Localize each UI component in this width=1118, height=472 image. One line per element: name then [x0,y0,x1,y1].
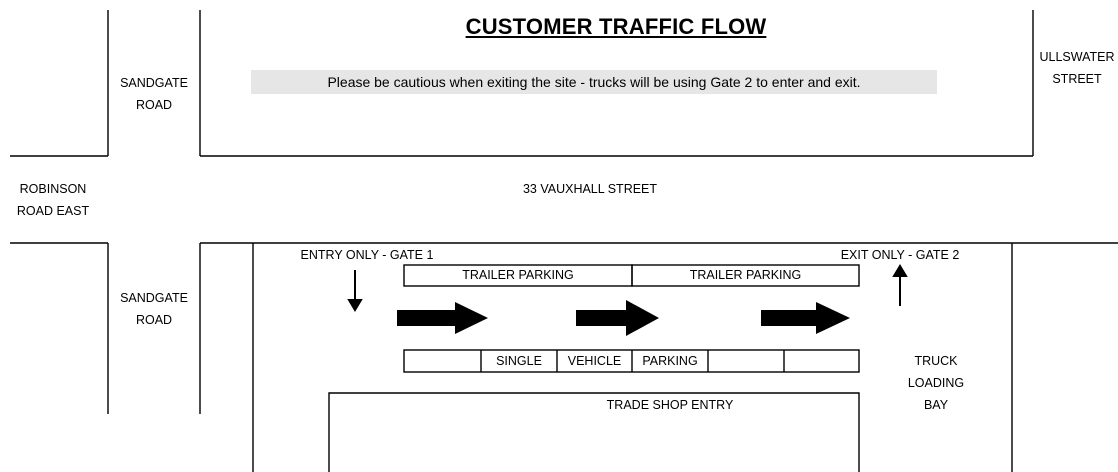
street-label-line: ULLSWATER [1039,50,1115,64]
entry-gate-label: ENTRY ONLY - GATE 1 [300,248,434,262]
vehicle-parking-cell: SINGLE [496,354,542,368]
vehicle-parking-cell: VEHICLE [567,354,622,368]
street-label-line: SANDGATE [120,291,188,305]
trailer-parking-label: TRAILER PARKING [462,268,574,282]
flow-arrow [761,302,850,334]
sandgate-road-bottom-label: SANDGATE ROAD [112,287,196,331]
street-label-line: ROBINSON [19,182,87,196]
page-title: CUSTOMER TRAFFIC FLOW [465,14,767,39]
trailer-parking-box [631,264,860,287]
trade-shop-entry-label: TRADE SHOP ENTRY [606,398,734,412]
street-label-line: ROAD [135,313,173,327]
truck-loading-bay-label: TRUCK LOADING BAY [900,350,972,416]
vauxhall-street-label: 33 VAUXHALL STREET [522,182,658,196]
vehicle-parking-cell: PARKING [642,354,698,368]
robinson-road-east-label: ROBINSON ROAD EAST [14,178,92,222]
loading-bay-line: LOADING [907,376,965,390]
street-label-line: SANDGATE [120,76,188,90]
street-label-line: ROAD [135,98,173,112]
flow-arrow [397,302,488,334]
ullswater-street-label: ULLSWATER STREET [1036,46,1118,90]
trailer-parking-label: TRAILER PARKING [689,268,802,282]
street-label-line: ROAD EAST [16,204,90,218]
caution-notice: Please be cautious when exiting the site… [251,70,937,94]
entry-arrow-head [347,299,363,312]
sandgate-road-top-label: SANDGATE ROAD [112,72,196,116]
exit-gate-label: EXIT ONLY - GATE 2 [840,248,960,262]
street-label-line: STREET [1052,72,1102,86]
exit-arrow-head [892,264,908,277]
loading-bay-line: BAY [923,398,949,412]
trade-shop-building [328,392,860,472]
flow-arrow [576,300,659,336]
loading-bay-line: TRUCK [914,354,958,368]
